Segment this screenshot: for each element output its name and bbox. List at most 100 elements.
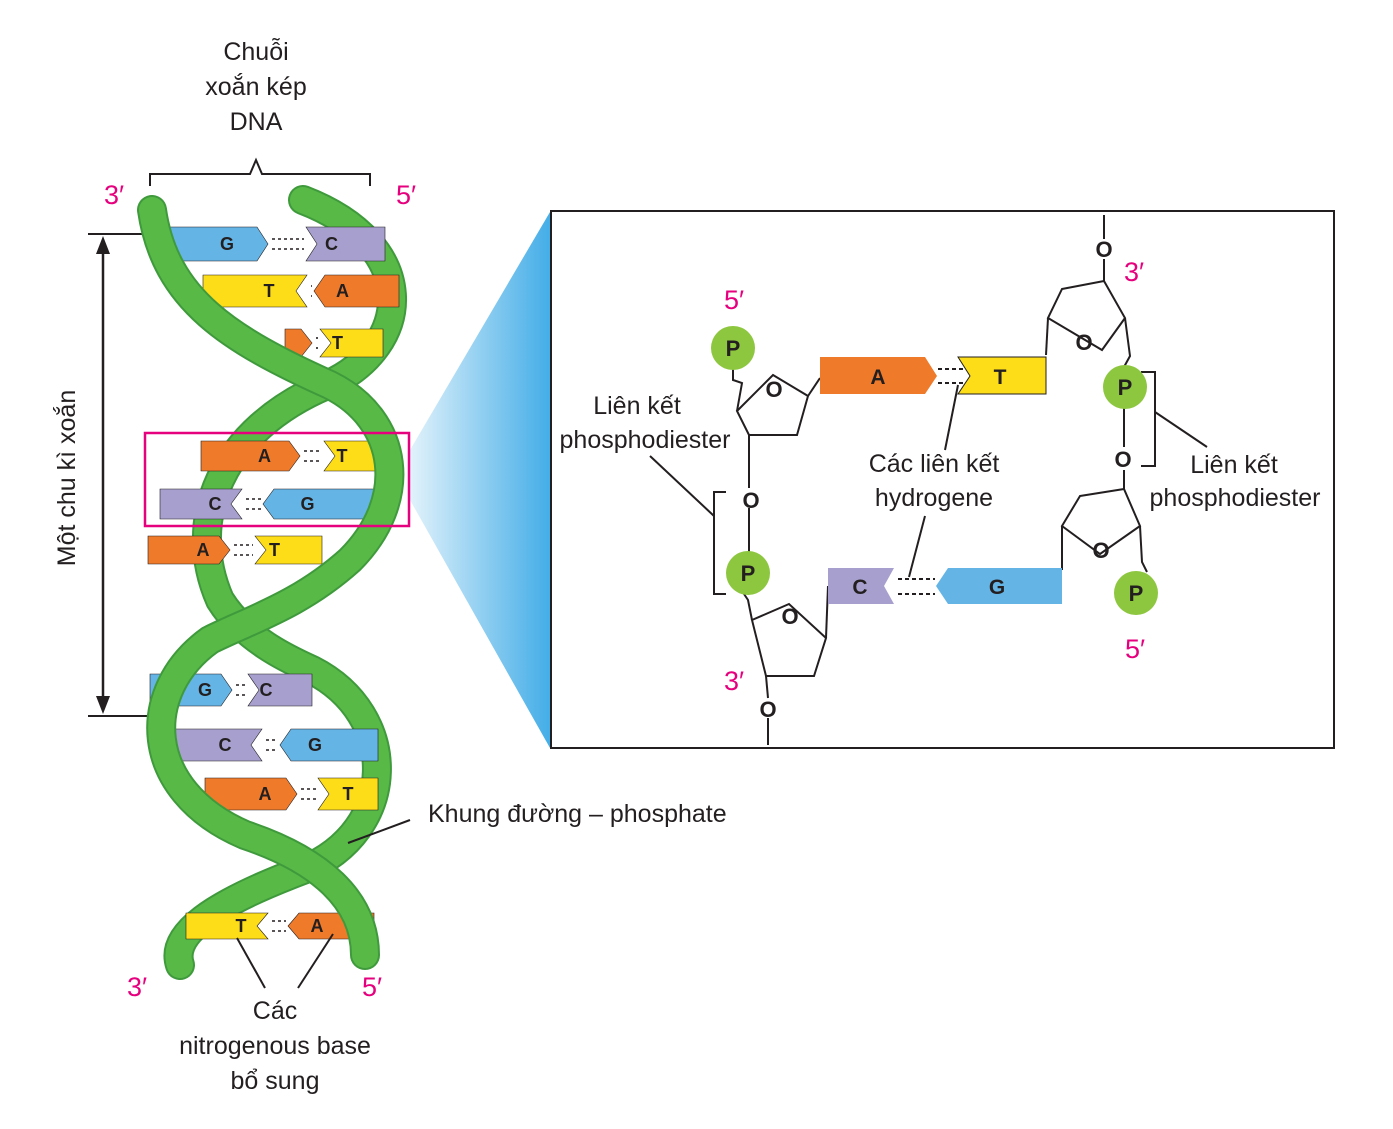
- base-left-label: A: [197, 540, 210, 560]
- detail-base-pair-at: A T: [820, 356, 1047, 395]
- oxygen-atom: O: [1095, 237, 1112, 262]
- base-left-label: C: [209, 494, 222, 514]
- oxygen-atom: O: [1114, 447, 1131, 472]
- base-left: [202, 274, 308, 308]
- title-line-1: Chuỗi: [223, 37, 288, 66]
- prime-label-bottom-left: 3′: [127, 972, 147, 1002]
- bases-label-line-1: Các: [253, 997, 297, 1025]
- bases-label-line-2: nitrogenous base: [179, 1032, 371, 1060]
- prime-label-top-right: 5′: [396, 180, 416, 210]
- helix-cycle-label: Một chu kì xoắn: [52, 390, 81, 566]
- base-right-label: C: [260, 680, 273, 700]
- detail-prime-top-right: 3′: [1124, 257, 1144, 287]
- base-left-label: G: [198, 680, 212, 700]
- backbone-strand-front: [139, 197, 403, 968]
- phosphate-label: P: [741, 561, 756, 586]
- bases-pointer-right: [297, 933, 334, 989]
- base-pair: T: [284, 328, 384, 358]
- oxygen-atom: O: [1092, 538, 1109, 563]
- helix-period-marker: [88, 233, 150, 717]
- phosphodiester-label-left-line-1: Liên kết: [593, 392, 681, 420]
- phosphate-label: P: [1118, 375, 1133, 400]
- detail-base-thymine: T: [994, 366, 1007, 389]
- base-right-label: A: [336, 281, 349, 301]
- base-right-label: G: [300, 494, 314, 514]
- base-left-label: T: [264, 281, 275, 301]
- base-right-label: T: [269, 540, 280, 560]
- base-right: [305, 226, 386, 262]
- hbond-label-line-1: Các liên kết: [869, 450, 1000, 478]
- backbone-label: Khung đường – phosphate: [428, 800, 727, 828]
- prime-label-top-left: 3′: [104, 180, 124, 210]
- backbone-pointer: [347, 819, 411, 844]
- oxygen-atoms: O O O O O O O O: [742, 237, 1131, 722]
- base-right-label: A: [311, 916, 324, 936]
- title-line-3: DNA: [230, 108, 283, 136]
- phosphodiester-label-right-line-2: phosphodiester: [1150, 484, 1321, 512]
- detail-prime-top-left: 5′: [724, 285, 744, 315]
- phosphate-groups: P P P P: [711, 326, 1158, 615]
- phosphodiester-label-right-line-1: Liên kết: [1190, 451, 1278, 479]
- detail-prime-bottom-right: 5′: [1125, 634, 1145, 664]
- phosphate-group: P: [726, 551, 770, 595]
- detail-panel: [550, 210, 1335, 749]
- base-left: [147, 535, 231, 565]
- bases-pointer-left: [236, 937, 266, 989]
- phosphate-label: P: [726, 336, 741, 361]
- title-line-2: xoắn kép: [205, 72, 306, 101]
- base-right: [262, 488, 381, 520]
- strand-brace: [149, 157, 371, 186]
- phosphodiester-label-left-line-2: phosphodiester: [560, 426, 731, 454]
- base-right: [254, 535, 323, 565]
- base-left-label: A: [259, 784, 272, 804]
- phosphate-label: P: [1129, 581, 1144, 606]
- base-left-label: A: [258, 446, 271, 466]
- base-right-label: C: [325, 234, 338, 254]
- detail-base-adenine: A: [870, 366, 885, 389]
- highlight-box: [143, 431, 411, 528]
- base-left-label: G: [220, 234, 234, 254]
- base-right: [279, 728, 379, 762]
- phosphate-group: P: [711, 326, 755, 370]
- oxygen-atom: O: [742, 488, 759, 513]
- base-right-label: T: [332, 333, 343, 353]
- zoom-cone: [410, 212, 550, 748]
- oxygen-atom: O: [759, 697, 776, 722]
- base-right: [319, 328, 384, 358]
- base-right-label: T: [337, 446, 348, 466]
- base-left: [200, 440, 301, 472]
- base-right: [317, 777, 379, 811]
- detail-base-pair-cg: C G: [828, 568, 1062, 604]
- phosphate-group: P: [1103, 365, 1147, 409]
- base-right: [247, 673, 313, 707]
- base-left: [185, 912, 269, 940]
- detail-base-cytosine: C: [852, 576, 867, 599]
- hbond-label-line-2: hydrogene: [875, 484, 993, 512]
- base-right-label: T: [343, 784, 354, 804]
- detail-prime-bottom-left: 3′: [724, 666, 744, 696]
- oxygen-atom: O: [1075, 330, 1092, 355]
- oxygen-atom: O: [765, 377, 782, 402]
- detail-base-guanine: G: [989, 576, 1005, 599]
- phosphate-group: P: [1114, 571, 1158, 615]
- base-right: [313, 274, 400, 308]
- base-right-label: G: [308, 735, 322, 755]
- oxygen-atom: O: [781, 604, 798, 629]
- hbond-pointer-bottom: [908, 515, 926, 578]
- bases-label-line-3: bổ sung: [231, 1067, 320, 1095]
- base-left: [159, 488, 243, 520]
- phosphodiester-pointer-left: [649, 455, 715, 517]
- hbond-pointer-top: [944, 384, 959, 451]
- base-left-label: C: [219, 735, 232, 755]
- prime-label-bottom-right: 5′: [362, 972, 382, 1002]
- detail-backbone-lines: [713, 215, 1156, 745]
